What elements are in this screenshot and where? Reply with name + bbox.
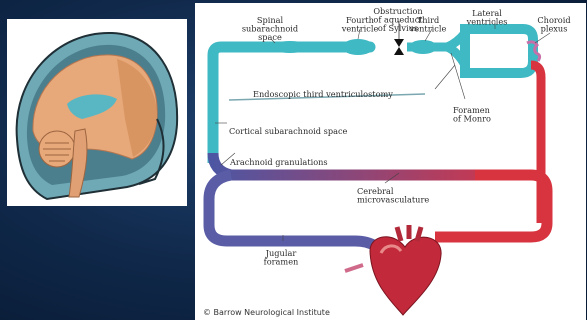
label-cortical-space: Cortical subarachnoid space (229, 126, 348, 136)
label-arachnoid-granulations: Arachnoid granulations (229, 157, 328, 167)
label-etv: Endoscopic third ventriculostomy (253, 89, 393, 99)
credit-text: © Barrow Neurological Institute (203, 308, 330, 317)
sagittal-brain-icon (7, 19, 187, 206)
brain-section-panel (7, 19, 187, 206)
